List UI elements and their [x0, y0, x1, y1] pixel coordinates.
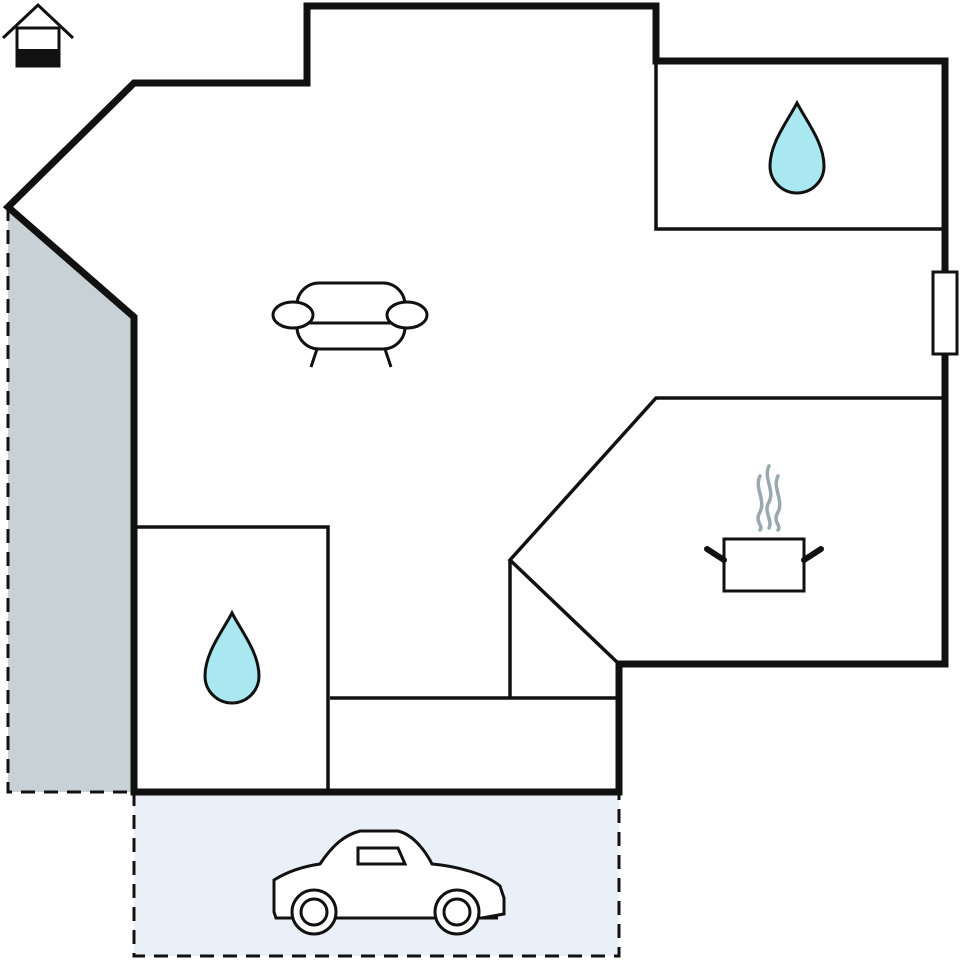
outer-wall — [2, 2, 949, 796]
house-floor-icon — [1, 2, 75, 68]
garage-dashed-border — [132, 792, 621, 958]
interior-walls — [134, 61, 945, 792]
sofa-icon — [271, 281, 429, 368]
terrace-dashed-border — [6, 207, 134, 794]
window-east — [931, 270, 959, 356]
car-icon — [272, 829, 506, 936]
cooking-pot-icon — [704, 464, 824, 593]
water-drop-icon — [203, 609, 261, 705]
terrace-area — [8, 207, 134, 792]
water-drop-icon — [768, 99, 826, 195]
